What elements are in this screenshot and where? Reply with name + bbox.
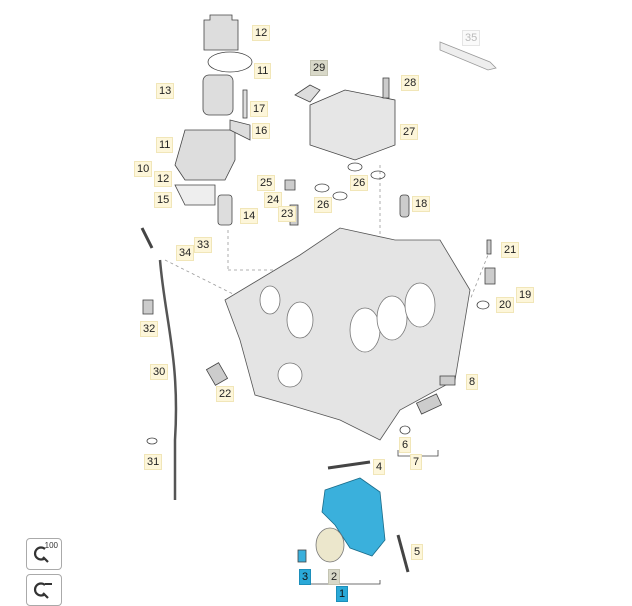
callout-28[interactable]: 28 — [401, 75, 420, 91]
zoom-out-button[interactable] — [26, 574, 62, 606]
oil-pump — [321, 477, 386, 557]
callout-23[interactable]: 23 — [278, 206, 297, 222]
callout-24[interactable]: 24 — [264, 192, 283, 208]
zoom-reset-button[interactable]: 100 — [26, 538, 62, 570]
callout-11[interactable]: 11 — [254, 63, 272, 79]
callout-18[interactable]: 18 — [412, 196, 431, 212]
callout-16[interactable]: 16 — [252, 123, 271, 139]
callout-5[interactable]: 5 — [411, 544, 424, 560]
callout-25[interactable]: 25 — [257, 175, 276, 191]
callout-10[interactable]: 10 — [134, 161, 153, 177]
callout-22[interactable]: 22 — [216, 386, 235, 402]
zoom-reset-icon — [33, 546, 49, 563]
callout-32[interactable]: 32 — [140, 321, 159, 337]
callout-6[interactable]: 6 — [399, 437, 412, 453]
callout-12b[interactable]: 12 — [154, 171, 173, 187]
callout-4[interactable]: 4 — [373, 459, 386, 475]
callout-20[interactable]: 20 — [496, 297, 515, 313]
callout-8[interactable]: 8 — [466, 374, 479, 390]
zoom-out-icon — [33, 582, 52, 599]
zoom-reset-label: 100 — [44, 541, 58, 550]
callout-12[interactable]: 12 — [252, 25, 271, 41]
callout-2[interactable]: 2 — [328, 569, 341, 585]
engine-block — [224, 227, 471, 441]
callout-33[interactable]: 33 — [194, 237, 213, 253]
callout-11b[interactable]: 11 — [156, 137, 174, 153]
callout-14[interactable]: 14 — [240, 208, 259, 224]
callout-21[interactable]: 21 — [501, 242, 520, 258]
callout-35[interactable]: 35 — [462, 30, 481, 46]
callout-3[interactable]: 3 — [299, 569, 312, 585]
callout-26[interactable]: 26 — [350, 175, 369, 191]
callout-27[interactable]: 27 — [400, 124, 419, 140]
callout-34[interactable]: 34 — [176, 245, 195, 261]
callout-26b[interactable]: 26 — [314, 197, 333, 213]
callout-31[interactable]: 31 — [144, 454, 163, 470]
callout-30[interactable]: 30 — [150, 364, 169, 380]
callout-29[interactable]: 29 — [310, 60, 329, 76]
callout-17[interactable]: 17 — [250, 101, 269, 117]
callout-19[interactable]: 19 — [516, 287, 535, 303]
callout-15[interactable]: 15 — [154, 192, 173, 208]
callout-13[interactable]: 13 — [156, 83, 175, 99]
callout-7[interactable]: 7 — [410, 454, 423, 470]
